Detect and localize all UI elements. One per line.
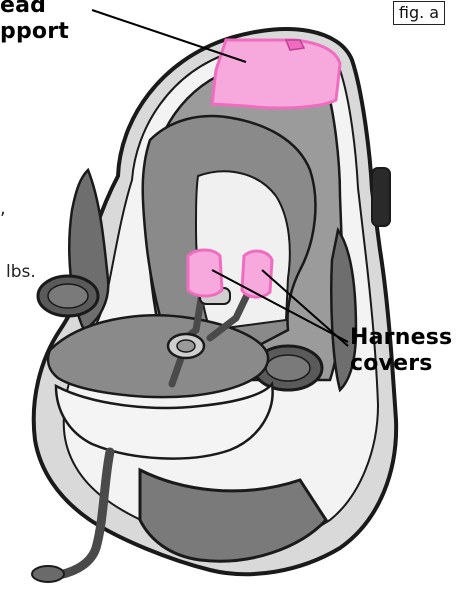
right-armrest-inner (266, 355, 310, 381)
figure-tag: fig. a (393, 1, 445, 25)
harness-covers-label: Harness covers (350, 325, 452, 377)
harness-covers-label-line2: covers (350, 351, 452, 377)
tether-hook (32, 566, 64, 582)
head-support-label-line2: pport (0, 19, 69, 45)
side-clip (372, 168, 390, 226)
edge-text-fragment: , (0, 198, 6, 219)
edge-text-fragment: lbs. (6, 262, 36, 282)
head-support-label-line1: ead (0, 0, 69, 19)
buckle-icon (168, 334, 204, 358)
harness-covers-label-line1: Harness (350, 325, 452, 351)
left-armrest-inner (48, 284, 88, 308)
head-support-leader (92, 10, 246, 62)
head-support-label: ead pport (0, 0, 69, 45)
head-support-pad-icon (212, 40, 340, 108)
